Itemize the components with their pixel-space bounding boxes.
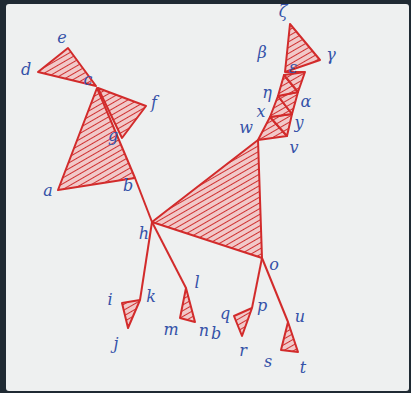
vertex-label: b (211, 326, 221, 342)
vertex-label: h (139, 226, 149, 242)
vertex-label: α (301, 94, 312, 110)
vertex-label: c (84, 72, 93, 88)
vertex-label: u (295, 309, 305, 325)
vertex-label: x (256, 104, 265, 120)
vertex-label: v (289, 140, 298, 156)
vertex-label: m (163, 322, 178, 338)
vertex-label: r (239, 343, 247, 359)
vertex-label: e (57, 30, 66, 46)
vertex-label: q (220, 306, 230, 322)
vertex-label: l (194, 275, 199, 291)
vertex-label: a (43, 183, 53, 199)
vertex-label: ζ (279, 4, 288, 20)
vertex-label: s (264, 354, 272, 370)
vertex-label: o (269, 257, 279, 273)
vertex-label: β (257, 45, 266, 61)
vertex-label: b (123, 178, 133, 194)
vertex-label: n (199, 323, 209, 339)
vertex-label: η (262, 85, 272, 101)
vertex-label: y (294, 115, 303, 131)
vertex-label: d (21, 62, 31, 78)
vertex-label: w (239, 120, 253, 136)
vertex-label: γ (326, 47, 336, 63)
vertex-label: f (151, 95, 157, 111)
vertex-label: g (108, 128, 118, 144)
vertex-label: k (146, 289, 156, 305)
vertex-label: ε (289, 60, 298, 76)
vertex-label: p (257, 298, 267, 314)
vertex-label: j (114, 336, 119, 352)
vertex-label: i (107, 292, 112, 308)
vertex-label: t (300, 360, 306, 376)
